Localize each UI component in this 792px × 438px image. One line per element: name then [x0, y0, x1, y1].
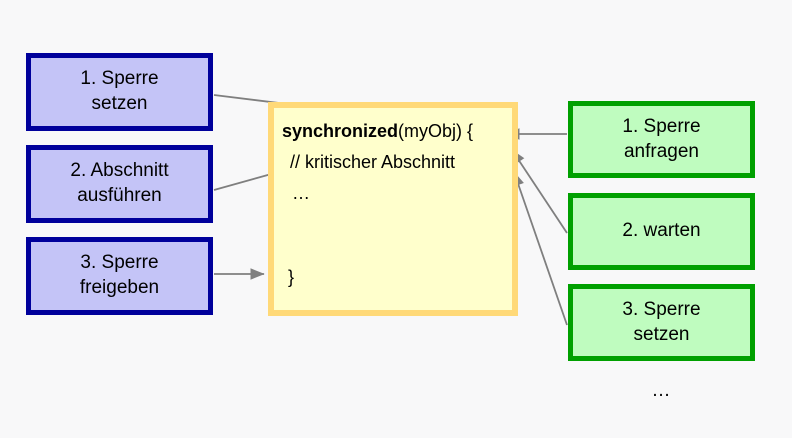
lock-box-line-2: setzen [633, 323, 690, 345]
step-box-line-2: freigeben [79, 277, 160, 298]
lock-box-acquire[interactable]: 3. Sperre setzen [568, 284, 755, 361]
step-box-lock-release[interactable]: 3. Sperre freigeben [26, 237, 213, 315]
code-line-synchronized-open: synchronized(myObj) { [282, 122, 500, 140]
lock-box-request[interactable]: 1. Sperre anfragen [568, 101, 755, 178]
code-line-synchronized-args: (myObj) { [398, 121, 474, 141]
code-line-closing-brace: } [288, 267, 295, 287]
lock-box-line-1: 2. warten [622, 220, 701, 242]
step-box-line-2: ausführen [77, 185, 162, 206]
lock-box-wait[interactable]: 2. warten [568, 193, 755, 270]
step-box-line-1: 1. Sperre [80, 68, 159, 90]
arrow-green3-to-open [513, 171, 568, 326]
step-box-line-1: 3. Sperre [80, 252, 159, 274]
code-line-critical-section-comment: // kritischer Abschnitt [290, 152, 456, 172]
code-block-synchronized: synchronized(myObj) { // kritischer Absc… [268, 102, 518, 316]
lock-box-line-2: anfragen [623, 140, 699, 162]
step-box-execute-section[interactable]: 2. Abschnitt ausführen [26, 145, 213, 223]
code-line-ellipsis: … [292, 183, 310, 203]
step-box-lock-acquire[interactable]: 1. Sperre setzen [26, 53, 213, 131]
lock-box-line-1: 3. Sperre [622, 298, 701, 320]
lock-box-line-1: 1. Sperre [622, 115, 701, 137]
step-box-line-1: 2. Abschnitt [70, 160, 169, 182]
arrow-green2-to-open [511, 149, 568, 234]
step-box-line-2: setzen [91, 93, 148, 114]
lock-steps-more-ellipsis: … [651, 380, 672, 401]
keyword-synchronized: synchronized [282, 121, 399, 141]
